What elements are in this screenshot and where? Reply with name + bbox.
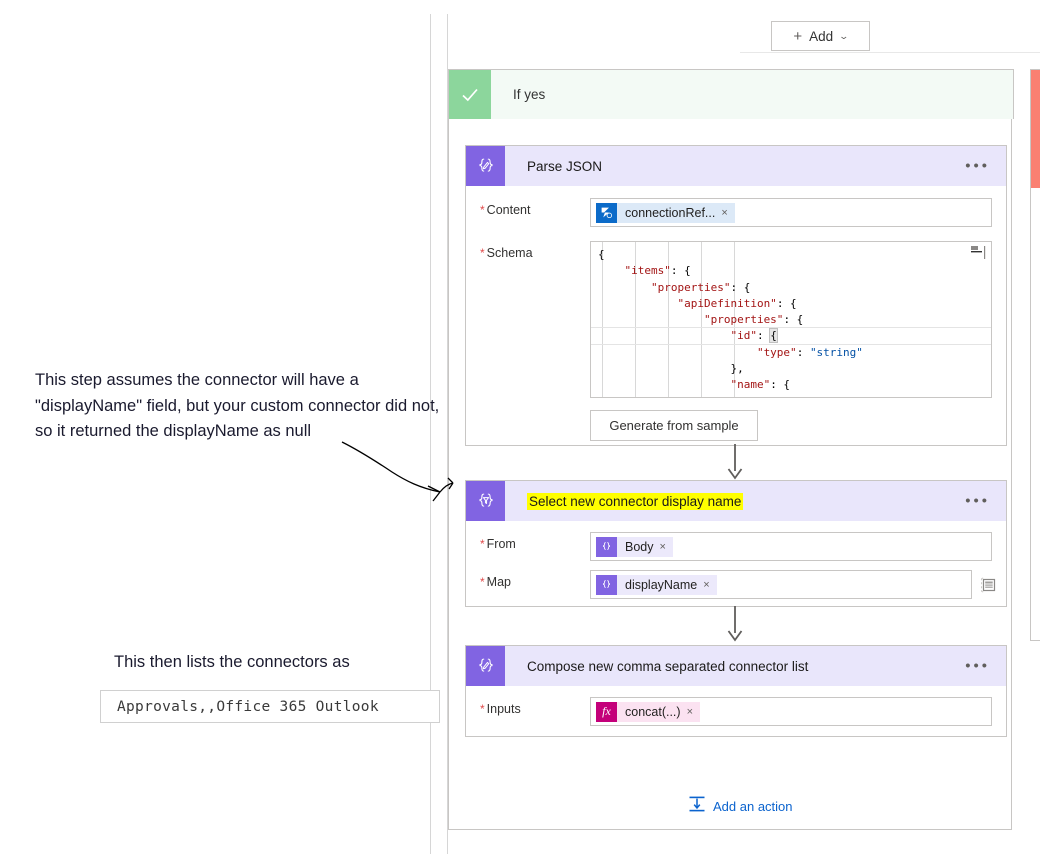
action-card-parse-json[interactable]: Parse JSON ••• *Content (465, 145, 1007, 446)
field-row-from: *From Body × (466, 521, 1006, 561)
canvas-guide-line-inner (447, 14, 448, 854)
required-asterisk: * (480, 702, 485, 716)
required-asterisk: * (480, 203, 485, 217)
from-input[interactable]: Body × (590, 532, 992, 561)
if-no-branch-header (1030, 69, 1040, 191)
schema-code-line: "properties": { (598, 313, 804, 327)
token-connection-reference[interactable]: connectionRef... × (596, 202, 735, 223)
schema-code-line: "name": { (598, 378, 791, 392)
schema-code-line: "type": "string" (598, 394, 991, 397)
select-filter-icon (466, 481, 505, 521)
action-title: Select new connector display name (527, 492, 744, 510)
field-label-from: *From (480, 537, 516, 551)
field-label-schema: *Schema (480, 246, 533, 260)
dataverse-icon (596, 202, 617, 223)
token-label: displayName (625, 577, 698, 592)
field-row-schema: *Schema { "items": { "properties": { "ap… (466, 227, 1006, 441)
expression-icon (596, 574, 617, 595)
if-yes-label: If yes (513, 87, 546, 102)
inputs-input[interactable]: fx concat(...) × (590, 697, 992, 726)
action-card-body: *From Body × (466, 521, 1006, 599)
map-input[interactable]: displayName × (590, 570, 972, 599)
expand-editor-icon[interactable] (971, 246, 986, 259)
schema-code-line: "id": { (598, 328, 778, 344)
field-control-inputs: fx concat(...) × (590, 697, 1006, 726)
if-yes-branch-header[interactable]: If yes (448, 69, 1014, 119)
connector-arrow-1 (727, 444, 743, 480)
more-options-icon[interactable]: ••• (965, 492, 990, 510)
action-title: Parse JSON (527, 158, 603, 174)
add-an-action-label: Add an action (713, 799, 793, 814)
schema-code-line: { (598, 248, 605, 261)
token-remove-icon[interactable]: × (703, 578, 710, 591)
chevron-down-icon: ⌄ (838, 30, 850, 41)
field-label-inputs: *Inputs (480, 702, 521, 716)
annotation-note-2: This then lists the connectors as (114, 653, 350, 671)
field-control-map: displayName × (590, 570, 1006, 599)
field-control-schema: { "items": { "properties": { "apiDefinit… (590, 241, 1006, 441)
field-row-content: *Content connectionRef... × (466, 186, 1006, 227)
canvas-guide-line-left (430, 14, 431, 854)
compose-icon (466, 646, 505, 686)
schema-code-line: "items": { (598, 264, 691, 278)
insert-action-icon (688, 795, 706, 818)
checkmark-icon (449, 70, 491, 119)
token-concat-expression[interactable]: fx concat(...) × (596, 701, 701, 722)
token-remove-icon[interactable]: × (721, 206, 728, 219)
connector-list-output: Approvals,,Office 365 Outlook (100, 690, 440, 723)
fx-icon: fx (596, 701, 617, 722)
token-display-name[interactable]: displayName × (596, 574, 717, 595)
field-row-inputs: *Inputs fx concat(...) × (466, 686, 1006, 726)
token-label: concat(...) (625, 704, 681, 719)
token-label: Body (625, 539, 654, 554)
token-label: connectionRef... (625, 205, 716, 220)
schema-code-text: { "items": { "properties": { "apiDefinit… (591, 242, 991, 397)
schema-code-editor[interactable]: { "items": { "properties": { "apiDefinit… (590, 241, 992, 398)
annotation-note-1: This step assumes the connector will hav… (35, 371, 440, 440)
handdrawn-arrow-icon (340, 440, 460, 510)
field-label-map: *Map (480, 575, 511, 589)
expression-icon (596, 536, 617, 557)
add-button[interactable]: + Add ⌄ (771, 21, 870, 51)
field-row-map: *Map displayName × (466, 561, 1006, 599)
plus-icon: + (793, 27, 803, 45)
schema-code-line: "properties": { (598, 280, 751, 294)
schema-code-line: "apiDefinition": { (598, 296, 797, 310)
add-an-action-button[interactable]: Add an action (688, 795, 793, 818)
required-asterisk: * (480, 537, 485, 551)
token-remove-icon[interactable]: × (686, 705, 694, 718)
action-card-select-display-name[interactable]: Select new connector display name ••• *F… (465, 480, 1007, 607)
action-card-header[interactable]: Compose new comma separated connector li… (466, 646, 1006, 686)
action-title: Compose new comma separated connector li… (527, 658, 809, 674)
token-remove-icon[interactable]: × (659, 540, 666, 553)
action-card-compose-connector-list[interactable]: Compose new comma separated connector li… (465, 645, 1007, 737)
connector-arrow-2 (727, 606, 743, 642)
required-asterisk: * (480, 575, 485, 589)
required-asterisk: * (480, 246, 485, 260)
field-control-from: Body × (590, 532, 1006, 561)
action-card-body: *Content connectionRef... × (466, 186, 1006, 441)
field-label-content: *Content (480, 203, 531, 217)
schema-code-line: "type": "string" (598, 345, 863, 359)
generate-from-sample-button[interactable]: Generate from sample (590, 410, 758, 441)
parse-json-icon (466, 146, 505, 186)
switch-to-text-mode-icon[interactable] (980, 576, 998, 594)
token-body[interactable]: Body × (596, 536, 673, 557)
add-button-label: Add (809, 28, 834, 44)
field-control-content: connectionRef... × (590, 198, 1006, 227)
action-card-header[interactable]: Select new connector display name ••• (466, 481, 1006, 521)
content-input[interactable]: connectionRef... × (590, 198, 992, 227)
action-card-body: *Inputs fx concat(...) × (466, 686, 1006, 726)
more-options-icon[interactable]: ••• (965, 657, 990, 675)
more-options-icon[interactable]: ••• (965, 157, 990, 175)
if-no-branch-body (1030, 188, 1040, 641)
action-card-header[interactable]: Parse JSON ••• (466, 146, 1006, 186)
schema-code-line: }, (598, 362, 744, 376)
